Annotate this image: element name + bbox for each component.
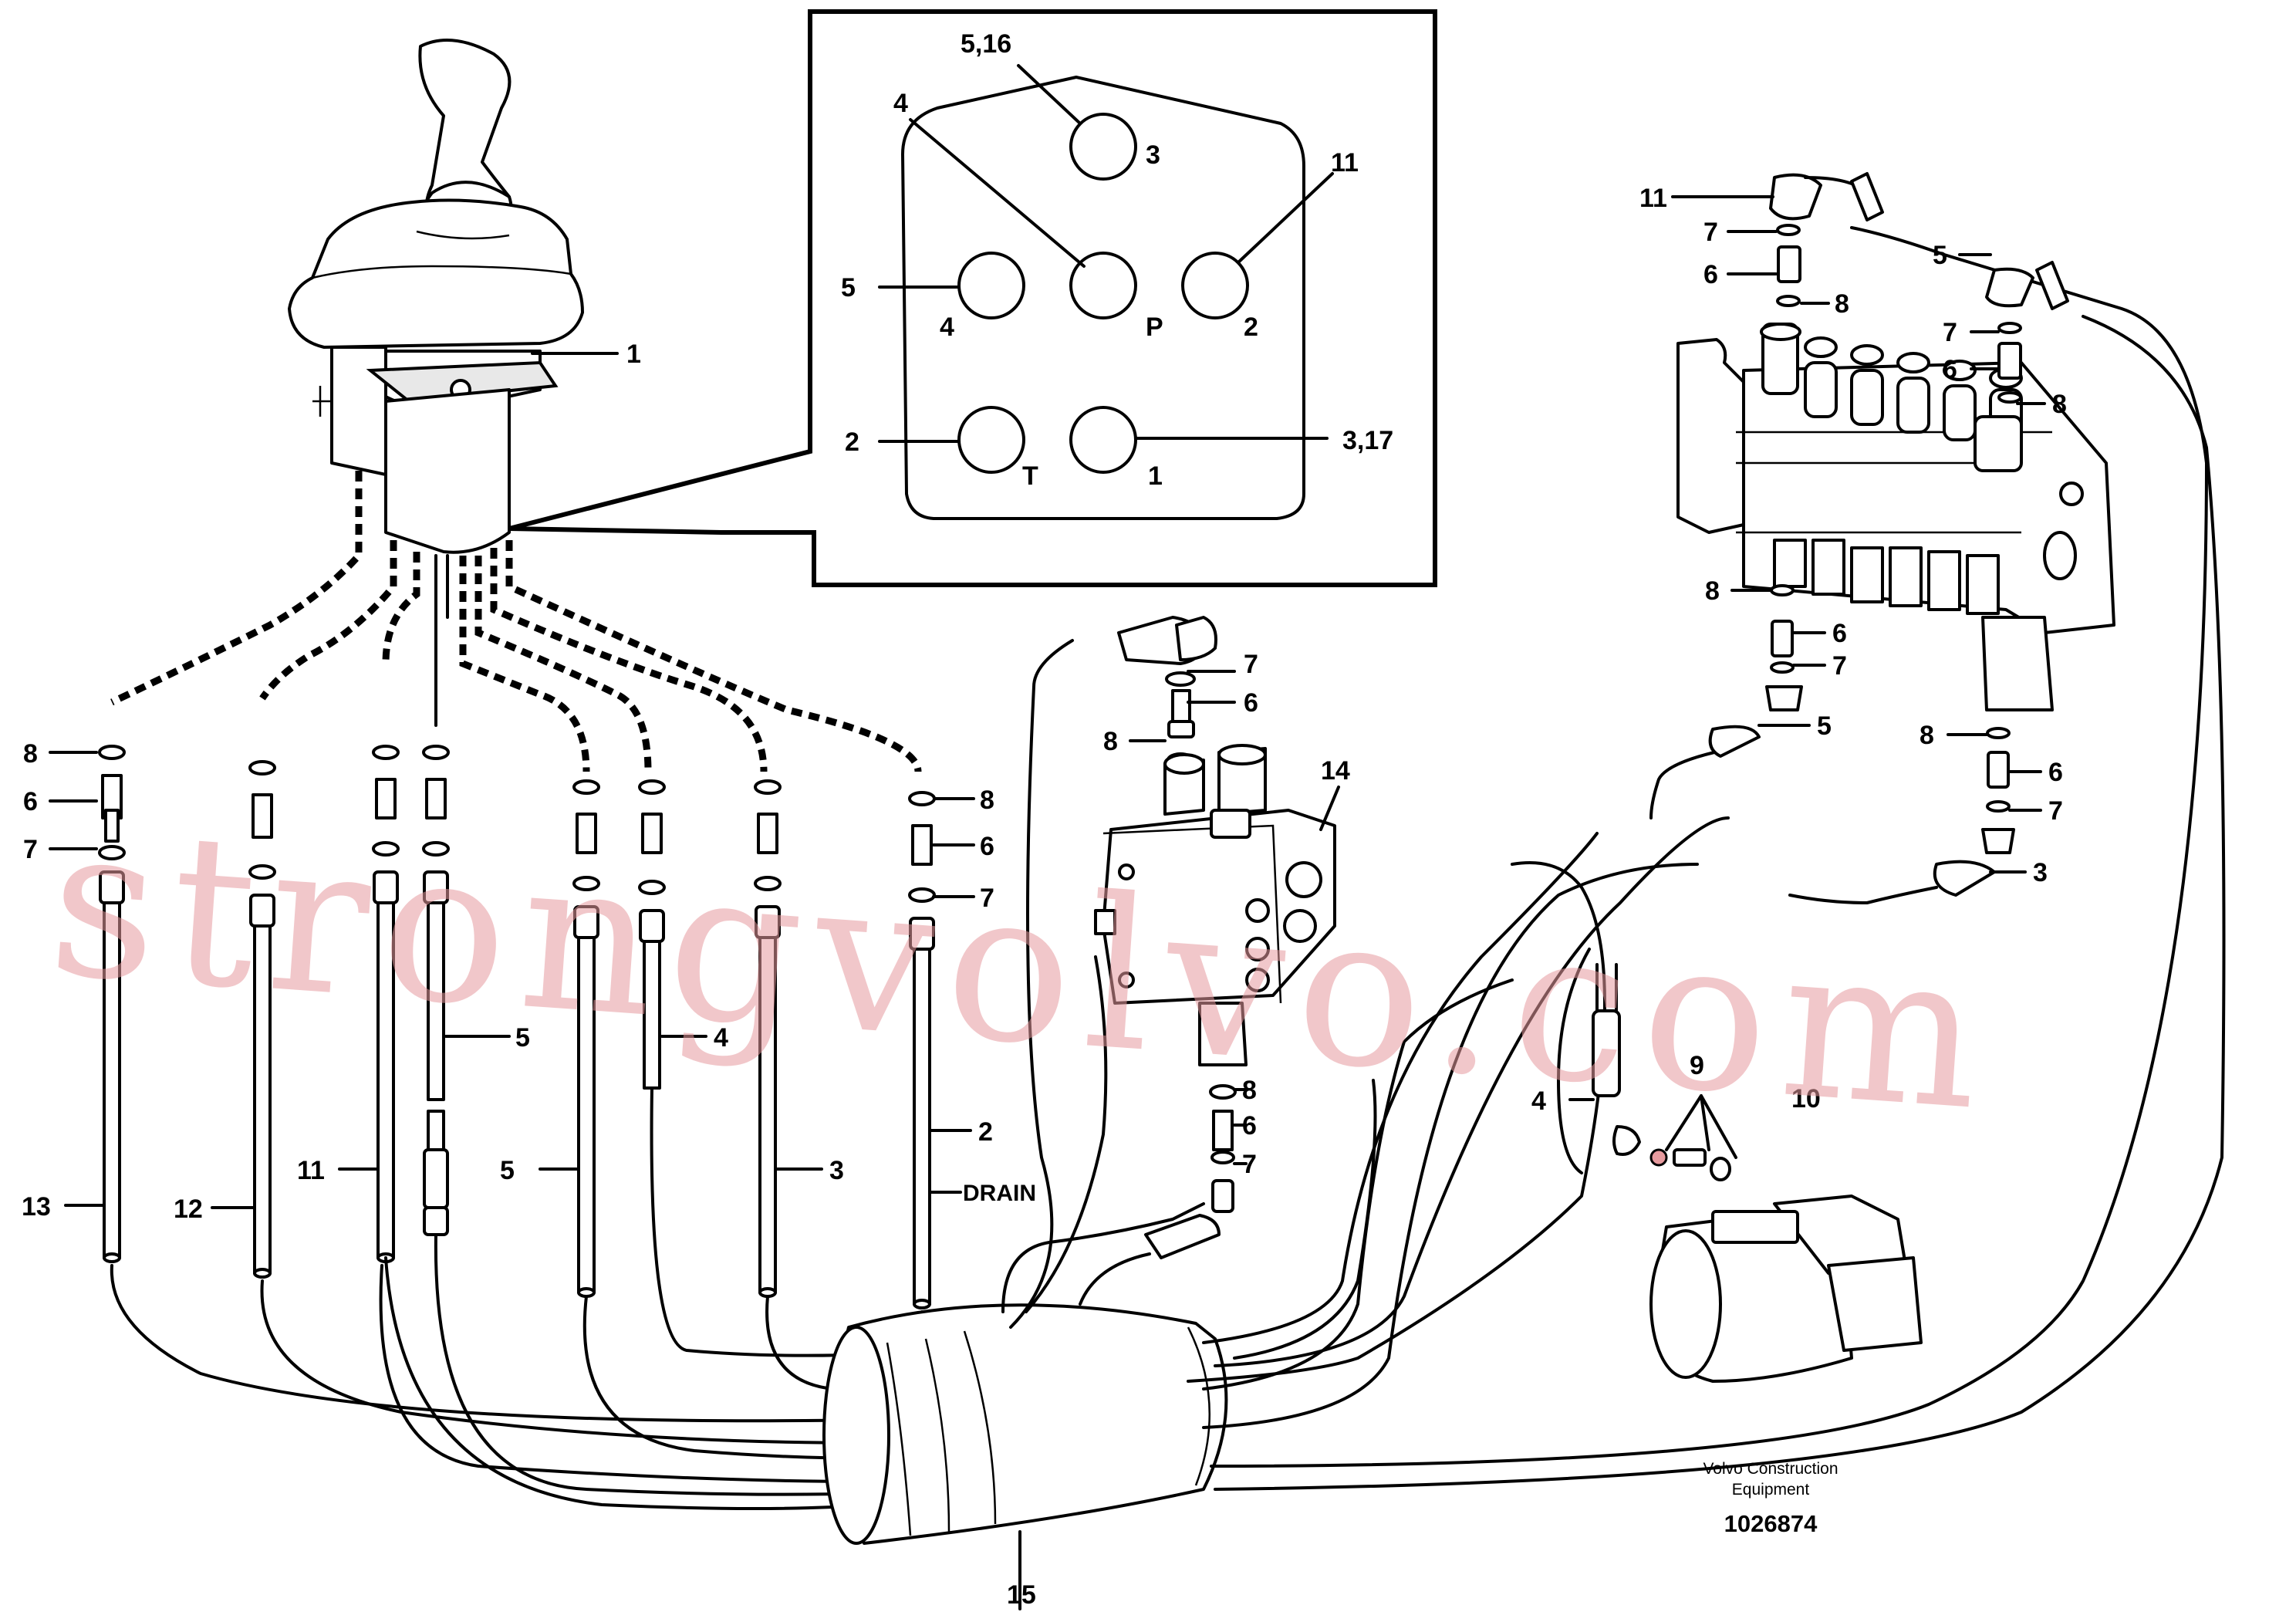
hose-column-5a bbox=[422, 745, 450, 1236]
lower-hose-routing bbox=[110, 1086, 923, 1510]
callout-7-left: 7 bbox=[23, 835, 38, 864]
callout-7-mid: 7 bbox=[980, 884, 994, 913]
callout-3: 3 bbox=[829, 1156, 844, 1185]
inset-label-5: 5 bbox=[841, 273, 856, 302]
inset-label-11: 11 bbox=[1331, 148, 1359, 177]
callout-11: 11 bbox=[297, 1156, 325, 1185]
callout-drain: DRAIN bbox=[963, 1181, 1036, 1206]
callout-2: 2 bbox=[978, 1117, 993, 1147]
callout-15: 15 bbox=[1007, 1580, 1036, 1610]
inset-label-3-17: 3,17 bbox=[1342, 426, 1393, 455]
callout-7-mb-a: 7 bbox=[1703, 218, 1718, 247]
pump-assembly bbox=[1592, 963, 1923, 1383]
callout-leaders bbox=[49, 195, 2046, 1610]
callout-5b: 5 bbox=[500, 1156, 515, 1185]
callout-5-mb-hose: 5 bbox=[1817, 711, 1832, 741]
callout-8-valve-bot: 8 bbox=[1242, 1076, 1257, 1105]
callout-7-mb-c: 7 bbox=[1832, 651, 1847, 681]
callout-7-valve-bot: 7 bbox=[1242, 1150, 1257, 1179]
sleeve-exit-hoses bbox=[1001, 226, 2226, 1491]
callout-6-mb-b: 6 bbox=[1943, 355, 1957, 384]
inset-label-2: 2 bbox=[845, 427, 859, 457]
main-valve-fittings-upper bbox=[1769, 172, 2069, 404]
callout-13: 13 bbox=[22, 1192, 51, 1222]
credit-line-2: Equipment bbox=[1732, 1481, 1810, 1499]
callout-11-mb: 11 bbox=[1639, 184, 1667, 213]
inset-port-4: 4 bbox=[940, 313, 954, 342]
inset-port-2: 2 bbox=[1244, 313, 1258, 342]
callout-6-valve-top: 6 bbox=[1244, 688, 1258, 718]
callout-6-mid: 6 bbox=[980, 832, 994, 861]
main-control-valve-block bbox=[1676, 323, 2115, 711]
callout-6-left: 6 bbox=[23, 787, 38, 816]
callout-6-mb-c: 6 bbox=[1832, 619, 1847, 648]
callout-6-mb-a: 6 bbox=[1703, 260, 1718, 289]
port-4-circle bbox=[957, 252, 1025, 319]
callout-4-pump: 4 bbox=[1531, 1086, 1546, 1116]
hose-column-4 bbox=[638, 779, 666, 1090]
callout-14: 14 bbox=[1321, 756, 1350, 786]
callout-labels: 1 8 6 7 13 12 11 5 5 4 3 2 DRAIN 8 6 7 1… bbox=[22, 184, 2067, 1610]
callout-8-mb-b: 8 bbox=[2052, 390, 2067, 419]
callout-12: 12 bbox=[174, 1195, 203, 1224]
callout-7-valve-top: 7 bbox=[1244, 650, 1258, 679]
inset-port-t: T bbox=[1022, 461, 1038, 491]
inset-label-4: 4 bbox=[893, 89, 908, 118]
port-t-circle bbox=[957, 406, 1025, 474]
callout-10: 10 bbox=[1791, 1084, 1821, 1113]
callout-9: 9 bbox=[1690, 1051, 1704, 1080]
hose-column-13 bbox=[98, 745, 126, 1263]
protective-sleeve bbox=[822, 1303, 1228, 1545]
callout-8-left: 8 bbox=[23, 739, 38, 769]
hose-column-11 bbox=[372, 745, 400, 1263]
callout-8-mb-d: 8 bbox=[1920, 721, 1934, 750]
callout-8-valve-top: 8 bbox=[1103, 727, 1118, 756]
hose-column-5b bbox=[572, 779, 600, 1298]
callout-8-mid: 8 bbox=[980, 786, 994, 815]
hose-column-12 bbox=[248, 760, 276, 1279]
callout-3-mb: 3 bbox=[2033, 858, 2048, 887]
callout-1: 1 bbox=[626, 340, 641, 369]
main-valve-fittings-lower bbox=[1649, 584, 2015, 904]
callout-4: 4 bbox=[714, 1023, 728, 1053]
watermark-text: strongvolvo.com bbox=[43, 779, 2002, 1157]
inset-label-5-16: 5,16 bbox=[961, 29, 1011, 59]
callout-7-mb-b: 7 bbox=[1943, 318, 1957, 347]
port-1-circle bbox=[1069, 406, 1137, 474]
inset-port-p: P bbox=[1146, 313, 1163, 342]
inset-port-3: 3 bbox=[1146, 140, 1160, 170]
hose-column-3 bbox=[754, 779, 782, 1298]
port-2-circle bbox=[1181, 252, 1249, 319]
callout-7-mb-d: 7 bbox=[2048, 796, 2063, 826]
callout-8-mb-c: 8 bbox=[1705, 576, 1720, 606]
inset-port-1: 1 bbox=[1148, 461, 1163, 491]
callout-6-valve-bot: 6 bbox=[1242, 1111, 1257, 1140]
joystick-servo-unit bbox=[288, 39, 584, 554]
callout-5-mb: 5 bbox=[1933, 241, 1947, 270]
credit-line-1: Volvo Construction bbox=[1703, 1460, 1838, 1478]
pilot-hose-runs bbox=[110, 471, 922, 772]
figure-credit: Volvo Construction Equipment 1026874 bbox=[1703, 1460, 1838, 1537]
port-detail-inset: 5,16 3 4 11 5 4 P 2 2 T 1 3,17 bbox=[508, 9, 1437, 587]
port-3-circle bbox=[1069, 113, 1137, 181]
hose-column-2-drain bbox=[908, 791, 936, 1309]
callout-5a: 5 bbox=[515, 1023, 530, 1053]
callout-8-mb-a: 8 bbox=[1835, 289, 1849, 319]
control-valve bbox=[1079, 616, 1336, 1306]
port-p-circle bbox=[1069, 252, 1137, 319]
callout-6-mb-d: 6 bbox=[2048, 758, 2063, 787]
document-number: 1026874 bbox=[1724, 1510, 1818, 1537]
